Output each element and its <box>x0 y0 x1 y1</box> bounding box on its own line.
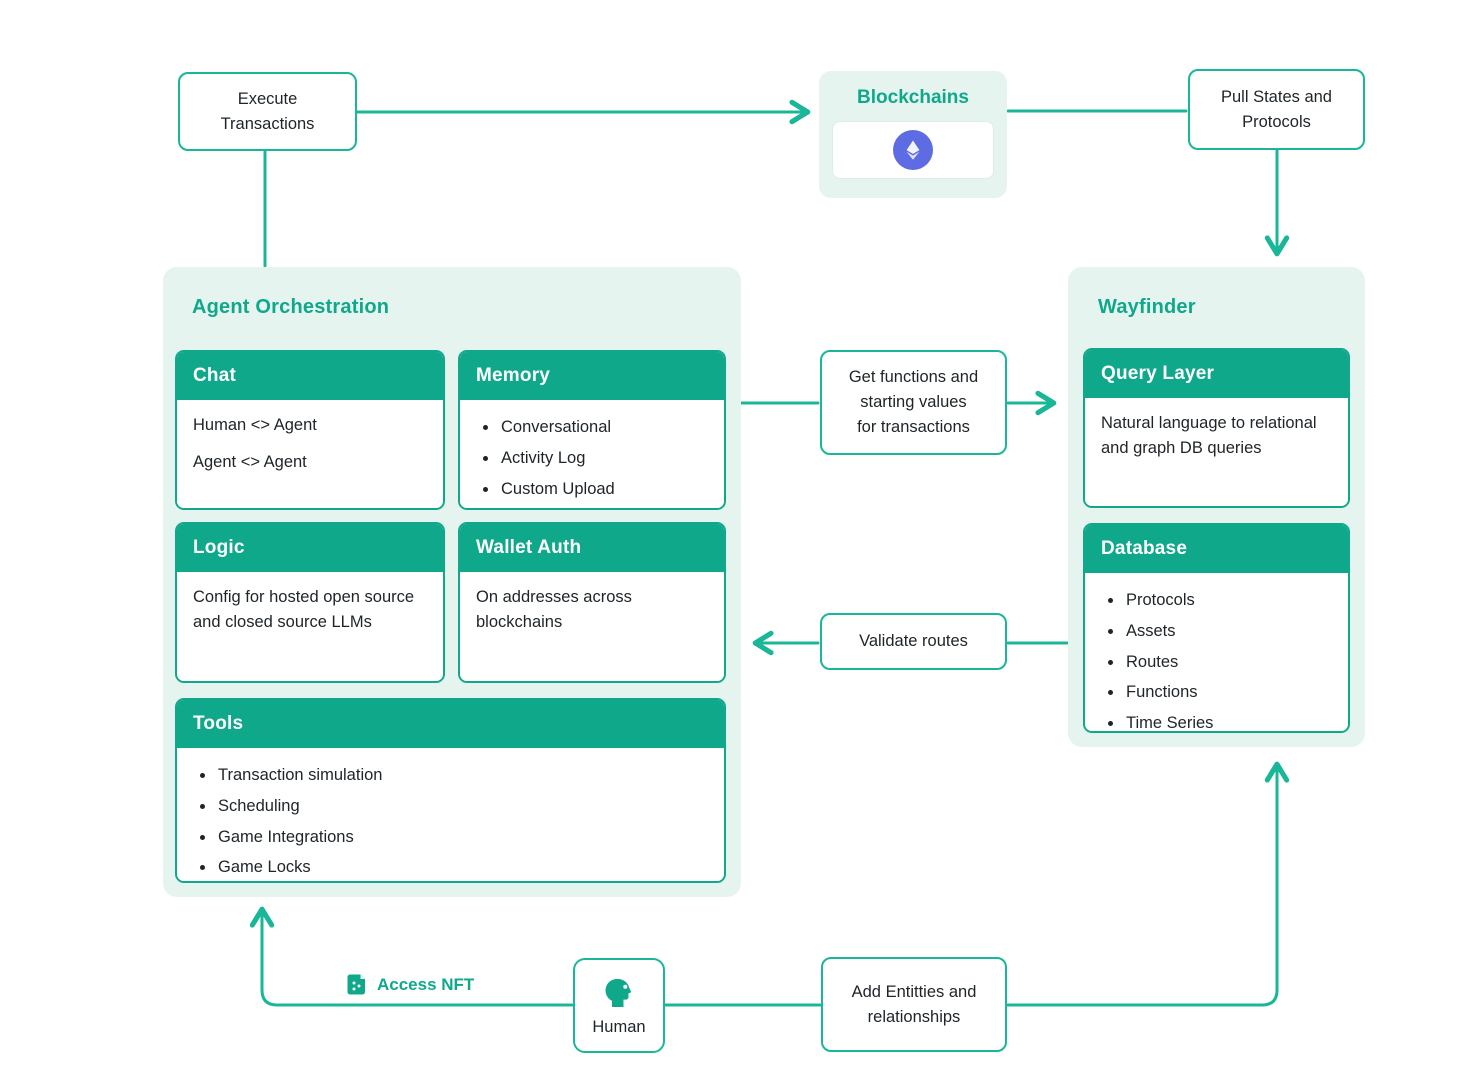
agent-orchestration-title: Agent Orchestration <box>192 296 390 318</box>
wallet-auth-card-title: Wallet Auth <box>460 524 724 572</box>
add-entities-node: Add Entitties and relationships <box>821 957 1007 1052</box>
query-layer-card: Query Layer Natural language to relation… <box>1083 348 1350 508</box>
wallet-auth-card: Wallet Auth On addresses across blockcha… <box>458 522 726 683</box>
chat-line: Agent <> Agent <box>193 452 307 471</box>
database-item: Functions <box>1124 680 1332 705</box>
blockchains-title: Blockchains <box>857 87 969 108</box>
person-head-icon <box>601 975 637 1011</box>
database-item: Time Series <box>1124 711 1332 731</box>
pull-states-node: Pull States and Protocols <box>1188 69 1365 150</box>
memory-item: Custom Upload <box>499 477 708 502</box>
tools-card-title: Tools <box>177 700 724 748</box>
database-card: Database Protocols Assets Routes Functio… <box>1083 523 1350 733</box>
access-nft-label: Access NFT <box>347 973 474 996</box>
human-node: Human <box>573 958 665 1053</box>
memory-item: Activity Log <box>499 446 708 471</box>
memory-card-body: Conversational Activity Log Custom Uploa… <box>460 400 724 508</box>
chat-line: Human <> Agent <box>193 416 317 434</box>
wayfinder-title: Wayfinder <box>1098 296 1196 318</box>
memory-card-title: Memory <box>460 352 724 400</box>
nft-file-icon <box>347 973 368 996</box>
memory-item: Conversational <box>499 415 708 440</box>
database-item: Assets <box>1124 619 1332 644</box>
chat-card-title: Chat <box>177 352 443 400</box>
validate-routes-node: Validate routes <box>820 613 1007 670</box>
execute-transactions-node: Execute Transactions <box>178 72 357 151</box>
database-item: Routes <box>1124 650 1332 675</box>
chat-card: Chat Human <> Agent Agent <> Agent <box>175 350 445 510</box>
logic-card: Logic Config for hosted open source and … <box>175 522 445 683</box>
ethereum-icon <box>893 130 933 170</box>
tools-item: Game Locks <box>216 855 708 880</box>
get-functions-node: Get functions and starting values for tr… <box>820 350 1007 455</box>
database-card-body: Protocols Assets Routes Functions Time S… <box>1085 573 1348 731</box>
wallet-auth-card-body: On addresses across blockchains <box>460 572 724 681</box>
human-label: Human <box>592 1017 646 1036</box>
tools-item: Transaction simulation <box>216 763 708 788</box>
blockchain-chip <box>833 122 993 178</box>
query-layer-card-title: Query Layer <box>1085 350 1348 398</box>
tools-item: Scheduling <box>216 794 708 819</box>
memory-card: Memory Conversational Activity Log Custo… <box>458 350 726 510</box>
blockchains-panel: Blockchains <box>819 71 1007 198</box>
query-layer-card-body: Natural language to relational and graph… <box>1085 398 1348 506</box>
database-card-title: Database <box>1085 525 1348 573</box>
tools-item: Game Integrations <box>216 825 708 850</box>
logic-card-title: Logic <box>177 524 443 572</box>
tools-card: Tools Transaction simulation Scheduling … <box>175 698 726 883</box>
logic-card-body: Config for hosted open source and closed… <box>177 572 443 681</box>
database-item: Protocols <box>1124 588 1332 613</box>
chat-card-body: Human <> Agent Agent <> Agent <box>177 400 443 508</box>
tools-card-body: Transaction simulation Scheduling Game I… <box>177 748 724 881</box>
access-nft-text: Access NFT <box>377 974 475 994</box>
